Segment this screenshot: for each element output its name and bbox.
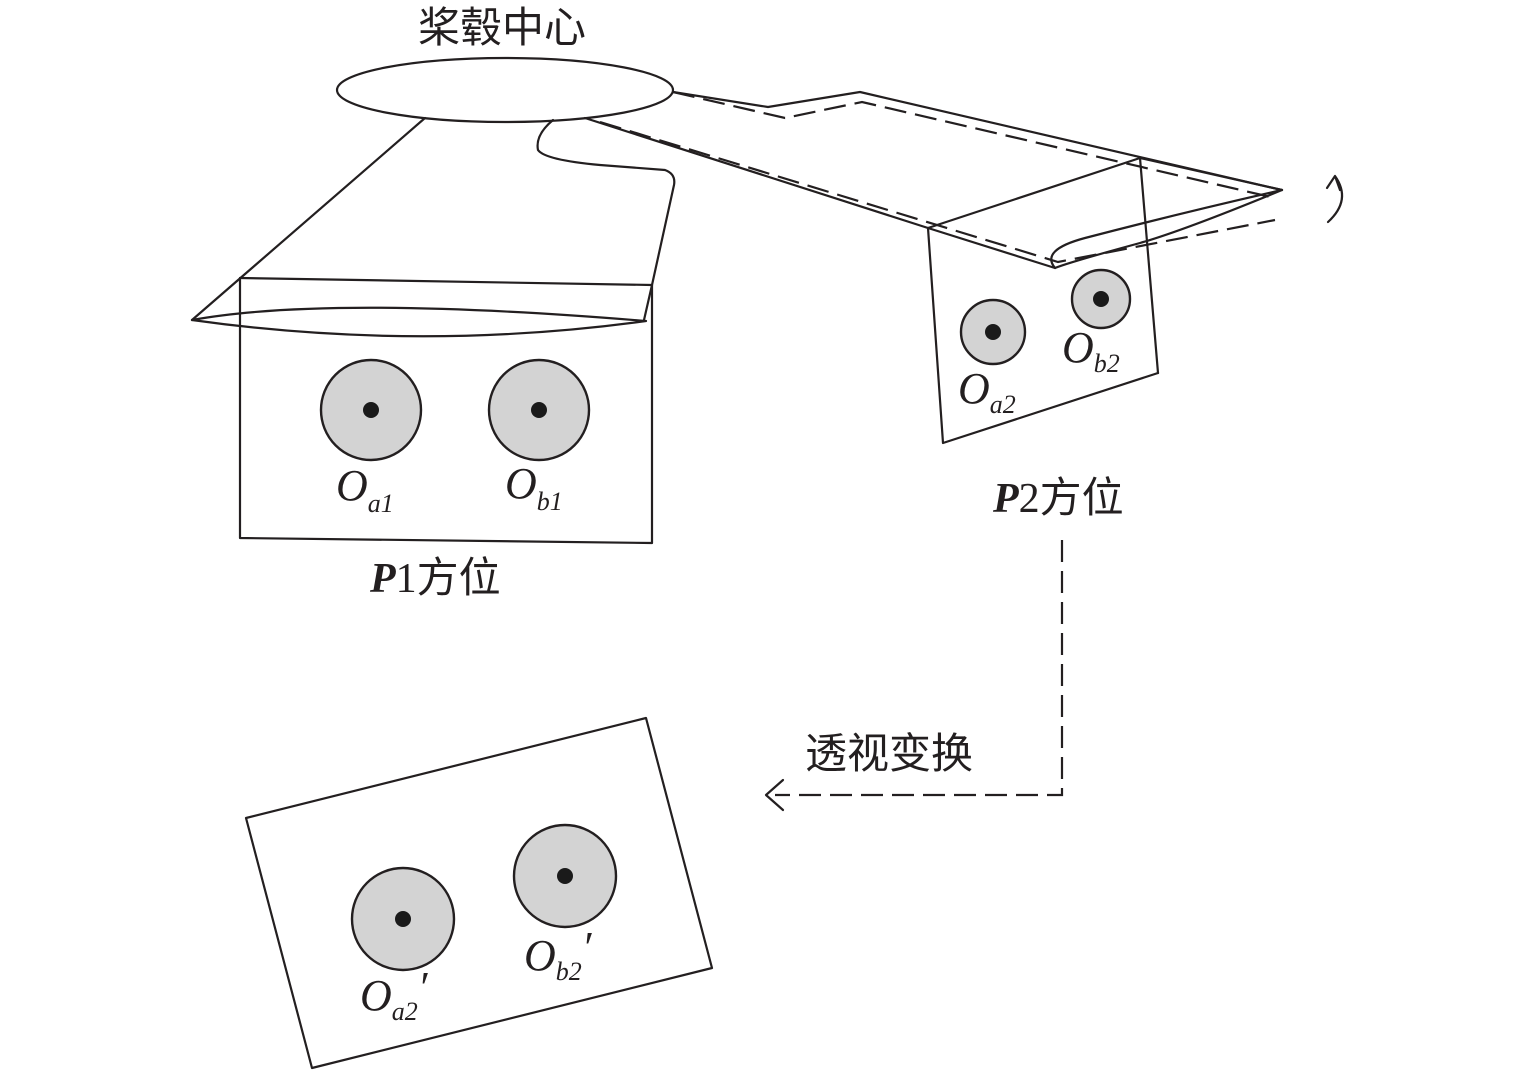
p1-position-label: P1方位 xyxy=(369,553,501,602)
blade-p1 xyxy=(190,116,676,338)
oa1-center-dot xyxy=(363,402,379,418)
oa2-center-dot xyxy=(985,324,1001,340)
ob2-center-dot xyxy=(1093,291,1109,307)
transform-label: 透视变换 xyxy=(805,729,973,778)
oa2-prime-label: Oa2′ xyxy=(360,963,429,1026)
ob1-label: Ob1 xyxy=(505,459,563,516)
hub-center-ellipse xyxy=(335,56,675,124)
oa2-label: Oa2 xyxy=(958,364,1016,419)
hub-center-label: 桨毂中心 xyxy=(418,3,586,52)
blade-p2-dashed-outline xyxy=(599,90,1276,264)
transform-arrow-line xyxy=(775,540,1064,797)
oa2-prime-center-dot xyxy=(395,911,411,927)
p1-panel xyxy=(238,276,654,545)
transformed-panel xyxy=(244,716,714,1070)
ob2-prime-center-dot xyxy=(557,868,573,884)
ob2-prime-label: Ob2′ xyxy=(524,923,593,986)
blade-p2 xyxy=(583,90,1284,445)
oa1-label: Oa1 xyxy=(336,461,394,518)
ob1-center-dot xyxy=(531,402,547,418)
p2-position-label: P2方位 xyxy=(992,473,1124,522)
rotation-arrow-icon xyxy=(1325,174,1344,224)
ob2-label: Ob2 xyxy=(1062,323,1120,378)
transform-arrowhead-icon xyxy=(764,778,785,812)
